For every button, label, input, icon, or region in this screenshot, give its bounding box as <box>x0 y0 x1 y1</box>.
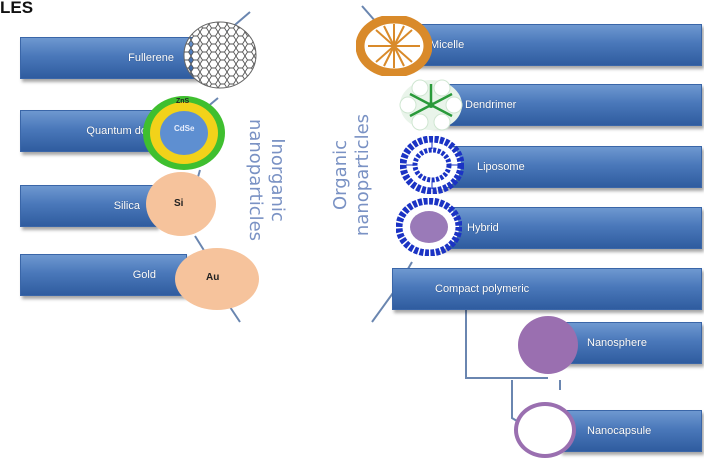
nanocapsule-label: Nanocapsule <box>587 425 652 437</box>
gold-label: Gold <box>132 269 156 281</box>
organic-label-line2: nanoparticles <box>352 113 373 237</box>
inorganic-category-label: Inorganic nanoparticles <box>244 110 288 250</box>
fullerene-label: Fullerene <box>128 52 174 64</box>
nanosphere-label: Nanosphere <box>587 337 647 349</box>
organic-box-micelle: Micelle <box>405 24 702 66</box>
organic-box-liposome: Liposome <box>430 146 702 188</box>
dendrimer-label: Dendrimer <box>465 99 517 111</box>
nanosphere-icon <box>518 316 578 374</box>
organic-box-nanosphere: Nanosphere <box>560 322 702 364</box>
organic-label-line1: Organic <box>330 140 351 211</box>
organic-category-label: Organic nanoparticles <box>330 105 374 245</box>
fullerene-icon <box>183 21 257 89</box>
silica-icon <box>146 172 216 236</box>
gold-symbol: Au <box>206 272 220 283</box>
micelle-icon <box>356 16 432 76</box>
qd-core-text: CdSe <box>174 124 195 133</box>
inorganic-box-quantum-dot: Quantum dot <box>20 110 157 152</box>
liposome-label: Liposome <box>477 161 525 173</box>
inorganic-box-silica: Silica <box>20 185 157 227</box>
inorganic-label-line1: Inorganic <box>267 138 288 222</box>
liposome-icon <box>400 136 464 194</box>
micelle-label: Micelle <box>430 39 465 51</box>
gold-icon <box>175 248 259 310</box>
hybrid-icon <box>396 198 462 256</box>
page-title: LES <box>0 0 34 17</box>
hybrid-label: Hybrid <box>467 222 499 234</box>
organic-box-hybrid: Hybrid <box>430 207 702 249</box>
organic-box-nanocapsule: Nanocapsule <box>560 410 702 452</box>
inorganic-label-line2: nanoparticles <box>245 118 266 242</box>
quantum-dot-icon <box>143 96 225 170</box>
compact-polymeric-label: Compact polymeric <box>435 283 530 295</box>
silica-label: Silica <box>113 200 140 212</box>
organic-box-compact-polymeric: Compact polymeric <box>392 268 702 310</box>
organic-box-dendrimer: Dendrimer <box>430 84 702 126</box>
inorganic-box-fullerene: Fullerene <box>20 37 197 79</box>
silica-symbol: Si <box>174 198 184 209</box>
dendrimer-icon <box>399 79 463 131</box>
nanocapsule-icon <box>514 402 576 458</box>
quantum-dot-label: Quantum dot <box>86 125 150 137</box>
qd-shell-text: ZnS <box>176 98 190 105</box>
inorganic-box-gold: Gold <box>20 254 187 296</box>
